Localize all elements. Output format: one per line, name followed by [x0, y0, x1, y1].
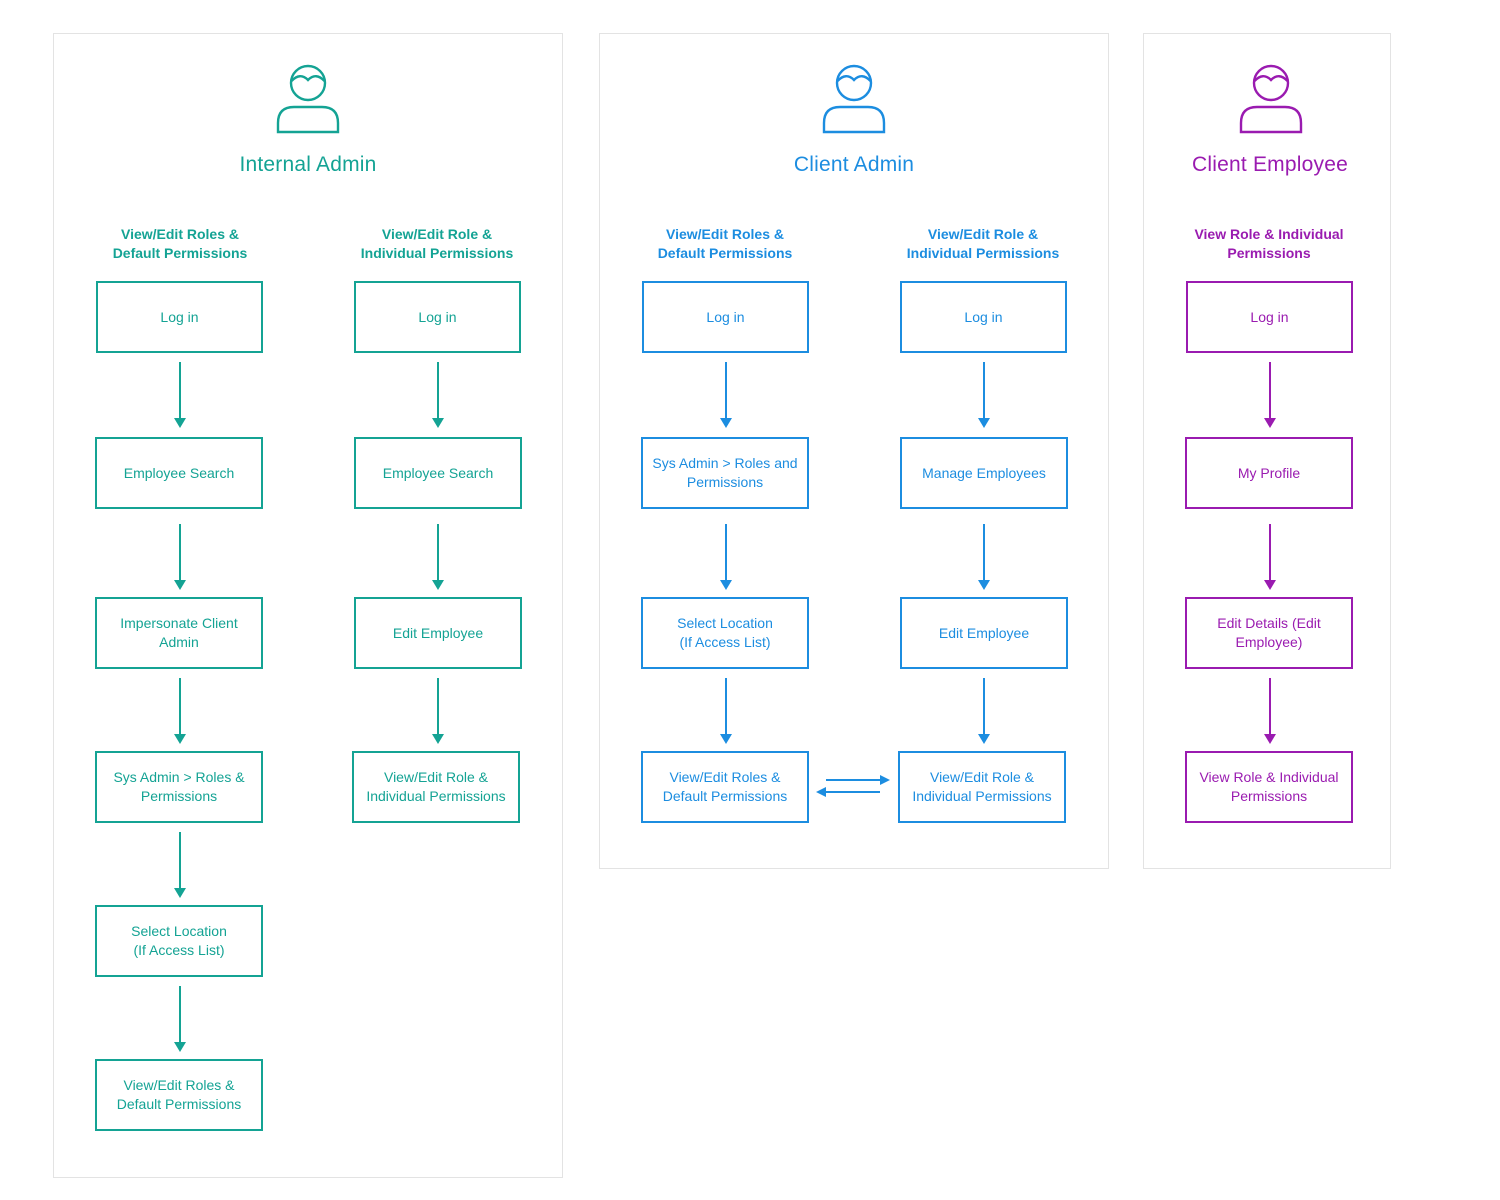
step-box: Select Location (If Access List): [641, 597, 809, 669]
column-header: View/Edit Roles & Default Permissions: [112, 226, 248, 261]
step-box: Sys Admin > Roles & Permissions: [95, 751, 263, 823]
arrow-down: [174, 362, 186, 1052]
step-box: Edit Details (Edit Employee): [1185, 597, 1353, 669]
user-icon: [1239, 64, 1303, 134]
step-box: Manage Employees: [900, 437, 1068, 509]
column-header: View Role & Individual Permissions: [1194, 226, 1344, 261]
persona-title-client-admin: Client Admin: [793, 153, 915, 176]
step-box: Log in: [642, 281, 809, 353]
persona-title-client-employee: Client Employee: [1192, 153, 1348, 176]
column-header: View/Edit Roles & Default Permissions: [657, 226, 793, 261]
step-box: View/Edit Role & Individual Permissions: [352, 751, 520, 823]
step-box: Log in: [354, 281, 521, 353]
step-box: Log in: [1186, 281, 1353, 353]
step-box: Log in: [900, 281, 1067, 353]
arrow-down: [1264, 362, 1276, 744]
step-box: Log in: [96, 281, 263, 353]
persona-title-internal-admin: Internal Admin: [239, 153, 377, 176]
arrow-down: [432, 362, 444, 744]
step-box: View Role & Individual Permissions: [1185, 751, 1353, 823]
column-header: View/Edit Role & Individual Permissions: [360, 226, 514, 261]
step-box: Sys Admin > Roles and Permissions: [641, 437, 809, 509]
step-box: Select Location (If Access List): [95, 905, 263, 977]
arrow-bidirectional: [816, 775, 890, 797]
step-box: View/Edit Role & Individual Permissions: [898, 751, 1066, 823]
arrow-down: [720, 362, 732, 744]
step-box: View/Edit Roles & Default Permissions: [641, 751, 809, 823]
step-box: Edit Employee: [354, 597, 522, 669]
arrow-down: [978, 362, 990, 744]
step-box: Edit Employee: [900, 597, 1068, 669]
step-box: Employee Search: [95, 437, 263, 509]
step-box: View/Edit Roles & Default Permissions: [95, 1059, 263, 1131]
column-header: View/Edit Role & Individual Permissions: [906, 226, 1060, 261]
user-icon: [276, 64, 340, 134]
step-box: My Profile: [1185, 437, 1353, 509]
user-icon: [822, 64, 886, 134]
step-box: Impersonate Client Admin: [95, 597, 263, 669]
step-box: Employee Search: [354, 437, 522, 509]
